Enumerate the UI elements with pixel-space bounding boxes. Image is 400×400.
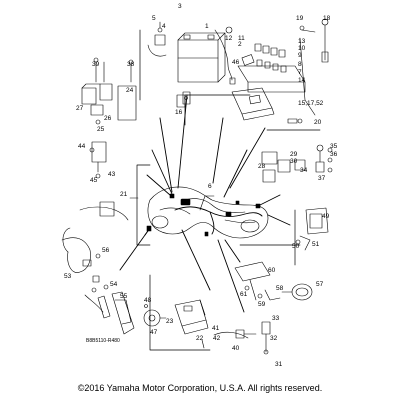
switch-51 [295, 235, 311, 251]
callouts: 1 2 3 4 5 6 7 8 9 10 11 12 13 14 15,17,5… [64, 3, 338, 368]
frame-components [146, 193, 261, 237]
callout-25: 25 [97, 126, 105, 133]
callout-39: 39 [92, 61, 100, 68]
relay-unit [231, 87, 275, 121]
callout-40: 40 [232, 345, 240, 352]
callout-12: 12 [225, 35, 233, 42]
callout-26: 26 [104, 115, 112, 122]
callout-50: 50 [292, 243, 300, 250]
sensor-41 [213, 321, 271, 355]
callout-24: 24 [126, 87, 134, 94]
callout-9: 9 [298, 52, 302, 59]
frame-wiring-harness [174, 206, 263, 235]
callout-7: 7 [298, 69, 302, 76]
callout-20: 20 [314, 119, 322, 126]
callout-58: 58 [276, 285, 284, 292]
callout-28: 28 [258, 163, 266, 170]
callout-23: 23 [166, 318, 174, 325]
callout-4: 4 [162, 23, 166, 30]
callout-13: 13 [298, 38, 306, 45]
callout-60: 60 [268, 267, 276, 274]
callout-42: 42 [213, 335, 221, 342]
callout-14: 14 [298, 77, 306, 84]
callout-59: 59 [258, 301, 266, 308]
callout-1: 1 [205, 23, 209, 30]
callout-61: 61 [240, 291, 248, 298]
callout-29: 29 [290, 151, 298, 158]
callout-38: 38 [127, 61, 135, 68]
fuse-box [237, 54, 306, 93]
switch-bracket [261, 144, 333, 183]
battery [177, 32, 226, 83]
callout-10: 10 [298, 45, 306, 52]
ecu-unit [174, 299, 209, 349]
callout-57: 57 [316, 281, 324, 288]
callout-54: 54 [110, 281, 118, 288]
callout-43: 43 [108, 171, 116, 178]
callout-18: 18 [323, 15, 331, 22]
diagram-code: B8B5110-R480 [86, 338, 120, 344]
frame-outline [147, 186, 269, 239]
callout-2: 2 [238, 41, 242, 48]
callout-44: 44 [78, 143, 86, 150]
bracket-16 [176, 94, 186, 108]
sensor-assembly [89, 141, 107, 179]
callout-21: 21 [120, 191, 128, 198]
callout-15-17-52: 15,17,52 [298, 100, 324, 107]
callout-46: 46 [232, 59, 240, 66]
callout-30: 30 [290, 158, 298, 165]
callout-8: 8 [298, 61, 302, 68]
cable-cover [84, 284, 135, 335]
callout-51: 51 [312, 241, 320, 248]
fuses [254, 43, 287, 73]
battery-strap [182, 91, 191, 105]
callout-34: 34 [300, 167, 308, 174]
callout-31: 31 [275, 361, 283, 368]
callout-33: 33 [272, 315, 280, 322]
callout-3: 3 [178, 3, 182, 10]
callout-37: 37 [318, 175, 326, 182]
relay-49 [305, 207, 329, 235]
tail-light [281, 283, 313, 301]
callout-49: 49 [322, 213, 330, 220]
horn [143, 304, 167, 327]
callout-6: 6 [208, 183, 212, 190]
callout-22: 22 [196, 335, 204, 342]
leader-lines [119, 94, 291, 313]
copyright-notice: ©2016 Yamaha Motor Corporation, U.S.A. A… [77, 383, 323, 393]
bolt-20 [287, 118, 303, 124]
callout-11: 11 [238, 35, 245, 42]
callout-55: 55 [120, 293, 128, 300]
callout-27: 27 [76, 105, 84, 112]
callout-47: 47 [150, 329, 158, 336]
mount-bracket [234, 261, 281, 301]
battery-cable-right [214, 26, 236, 85]
callout-53: 53 [64, 273, 72, 280]
callout-16: 16 [175, 109, 183, 116]
callout-36: 36 [330, 151, 338, 158]
battery-terminal-left [147, 21, 167, 57]
callout-56: 56 [102, 247, 110, 254]
callout-45: 45 [90, 177, 98, 184]
callout-48: 48 [144, 297, 152, 304]
callout-5: 5 [152, 15, 156, 22]
callout-32: 32 [270, 335, 278, 342]
cable-connector-21 [79, 197, 139, 221]
fuse-cable [299, 18, 329, 116]
callout-35: 35 [330, 143, 338, 150]
harness-53 [61, 227, 101, 283]
callout-41: 41 [212, 325, 220, 332]
switch-assembly [81, 57, 137, 125]
callout-19: 19 [296, 15, 304, 22]
